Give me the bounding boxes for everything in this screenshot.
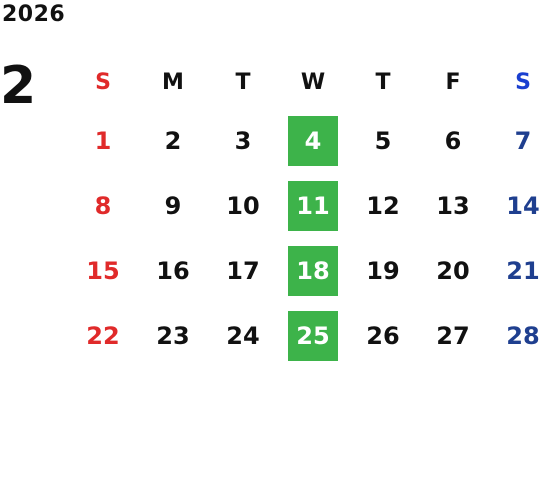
day-number: 6	[444, 126, 462, 155]
weekday-wednesday: W	[300, 69, 326, 95]
day-cell[interactable]: 19	[348, 238, 418, 303]
weekday-saturday: S	[515, 69, 531, 95]
day-number: 10	[226, 191, 260, 220]
day-number: 25	[288, 310, 338, 361]
calendar-grid: S M T W T F S 1 2 3 4 5 6 7 8 9 10 11 12…	[68, 56, 548, 368]
day-cell[interactable]: 24	[208, 303, 278, 368]
day-number: 11	[288, 180, 338, 231]
day-cell[interactable]: 15	[68, 238, 138, 303]
day-cell-highlighted[interactable]: 18	[278, 238, 348, 303]
day-cell[interactable]: 10	[208, 173, 278, 238]
weekday-sunday: S	[95, 69, 111, 95]
day-cell[interactable]: 23	[138, 303, 208, 368]
day-cell[interactable]: 3	[208, 108, 278, 173]
month-label: 2	[0, 56, 37, 116]
day-cell[interactable]: 28	[488, 303, 548, 368]
day-number: 8	[94, 191, 112, 220]
day-number: 2	[164, 126, 182, 155]
day-number: 5	[374, 126, 392, 155]
day-number: 16	[156, 256, 190, 285]
day-cell[interactable]: 14	[488, 173, 548, 238]
day-number: 18	[288, 245, 338, 296]
day-number: 1	[94, 126, 112, 155]
day-number: 20	[436, 256, 470, 285]
day-cell[interactable]: 26	[348, 303, 418, 368]
day-cell[interactable]: 27	[418, 303, 488, 368]
day-number: 27	[436, 321, 470, 350]
day-number: 3	[234, 126, 252, 155]
day-cell-highlighted[interactable]: 25	[278, 303, 348, 368]
day-cell[interactable]: 17	[208, 238, 278, 303]
day-cell[interactable]: 12	[348, 173, 418, 238]
day-cell[interactable]: 20	[418, 238, 488, 303]
day-cell[interactable]: 2	[138, 108, 208, 173]
day-number: 21	[506, 256, 540, 285]
day-cell[interactable]: 16	[138, 238, 208, 303]
day-number: 24	[226, 321, 260, 350]
day-number: 19	[366, 256, 400, 285]
day-cell[interactable]: 22	[68, 303, 138, 368]
weekday-monday: M	[162, 69, 184, 95]
day-number: 17	[226, 256, 260, 285]
weekday-friday: F	[445, 69, 461, 95]
day-number: 23	[156, 321, 190, 350]
day-number: 26	[366, 321, 400, 350]
weekday-tuesday: T	[235, 69, 251, 95]
day-cell[interactable]: 9	[138, 173, 208, 238]
day-number: 7	[514, 126, 532, 155]
day-number: 12	[366, 191, 400, 220]
day-cell-highlighted[interactable]: 11	[278, 173, 348, 238]
day-cell[interactable]: 1	[68, 108, 138, 173]
day-number: 4	[288, 115, 338, 166]
day-cell[interactable]: 7	[488, 108, 548, 173]
day-number: 28	[506, 321, 540, 350]
year-label: 2026	[2, 2, 66, 27]
day-cell[interactable]: 8	[68, 173, 138, 238]
day-number: 15	[86, 256, 120, 285]
day-cell[interactable]: 5	[348, 108, 418, 173]
day-number: 14	[506, 191, 540, 220]
day-cell[interactable]: 6	[418, 108, 488, 173]
day-number: 13	[436, 191, 470, 220]
day-cell[interactable]: 13	[418, 173, 488, 238]
day-number: 22	[86, 321, 120, 350]
weekday-thursday: T	[375, 69, 391, 95]
day-cell[interactable]: 21	[488, 238, 548, 303]
day-number: 9	[164, 191, 182, 220]
day-cell-highlighted[interactable]: 4	[278, 108, 348, 173]
